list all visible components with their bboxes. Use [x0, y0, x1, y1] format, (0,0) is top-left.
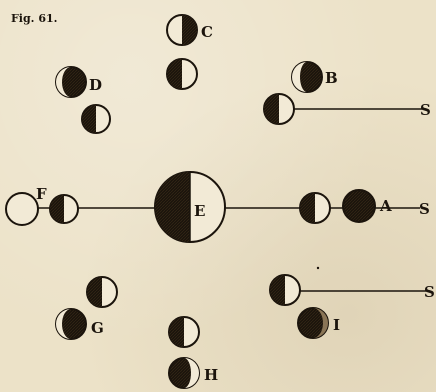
label-g: G — [91, 319, 104, 337]
moon-d — [56, 67, 86, 97]
moon-below-d — [82, 105, 110, 133]
label-h: H — [204, 366, 218, 384]
label-a: A — [379, 197, 392, 215]
moon-i — [298, 308, 328, 338]
moon-f — [50, 195, 78, 223]
ink-speck — [317, 267, 319, 269]
moon-c — [167, 15, 197, 45]
label-d: D — [89, 76, 102, 94]
moon-above-h — [169, 317, 199, 347]
label-c: C — [201, 23, 213, 41]
moon-above-g — [87, 277, 117, 307]
label-s-upper: S — [420, 101, 431, 119]
label-f: F — [36, 185, 47, 203]
moon-below-c — [167, 59, 197, 89]
moon-a — [343, 190, 375, 222]
label-e: E — [194, 202, 205, 220]
label-s-middle: S — [419, 200, 430, 218]
moon-h — [169, 358, 199, 388]
earth-e — [155, 172, 225, 242]
moon-far-left — [6, 193, 38, 225]
label-b: B — [325, 69, 338, 87]
moon-lower-line — [270, 275, 300, 305]
moon-upper-line — [264, 94, 294, 124]
moon-g — [56, 309, 86, 339]
label-i: I — [333, 316, 340, 334]
moon-right-of-earth — [300, 193, 330, 223]
label-s-lower: S — [424, 283, 435, 301]
moon-b — [292, 62, 322, 92]
figure-caption: Fig. 61. — [11, 12, 57, 25]
